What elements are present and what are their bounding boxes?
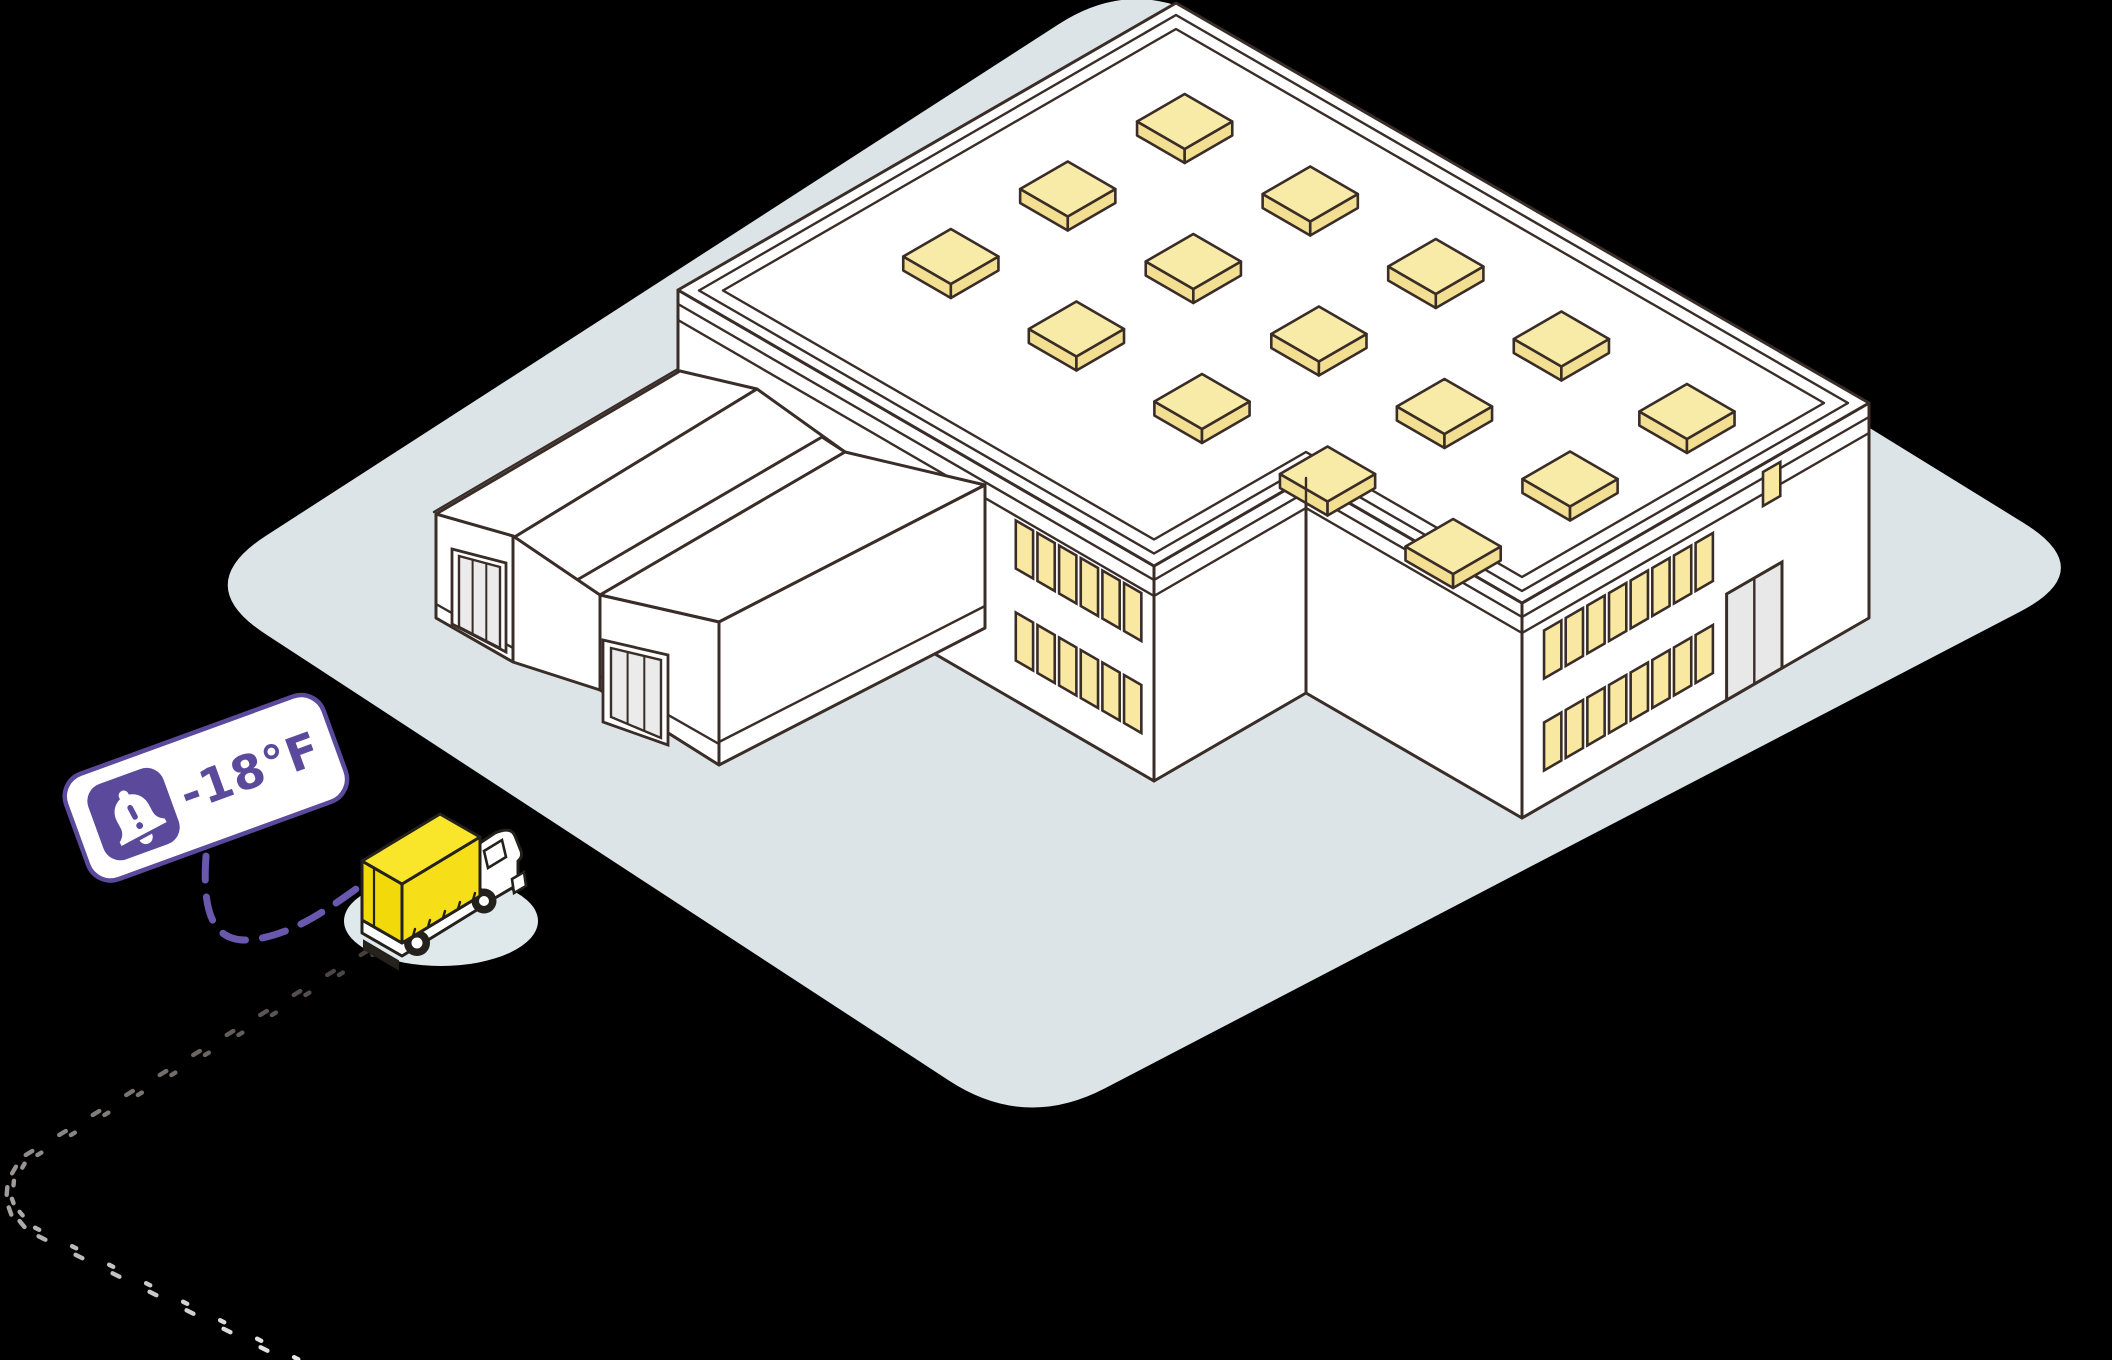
trail-mark	[157, 1068, 178, 1078]
window	[1672, 543, 1693, 606]
trail-mark	[143, 1281, 159, 1298]
window	[1542, 710, 1563, 773]
roof-skylight	[1027, 300, 1126, 372]
alert-connector-dashed-line	[201, 852, 367, 944]
trail-mark	[191, 1048, 212, 1058]
roof-skylight	[1269, 305, 1368, 377]
roof-inset-line-2	[721, 27, 1826, 579]
window	[1564, 605, 1585, 669]
window	[1629, 660, 1650, 723]
roof-skylight	[1638, 382, 1736, 455]
window	[1014, 610, 1035, 673]
trail-mark	[6, 1196, 16, 1217]
roof-skylight	[1521, 450, 1619, 522]
window	[1101, 568, 1121, 631]
window	[1672, 635, 1693, 698]
roof-skylight	[1386, 237, 1485, 310]
annex-bay2-door	[601, 638, 670, 747]
window	[1101, 660, 1121, 723]
roof-skylight	[1278, 445, 1377, 517]
roof-skylight	[1144, 232, 1243, 305]
trail-mark	[124, 1088, 145, 1098]
roof-skylight	[1395, 377, 1494, 450]
trail-mark	[106, 1262, 122, 1279]
window	[1629, 568, 1650, 631]
annex-bay1-door	[450, 547, 508, 655]
window	[1651, 555, 1671, 619]
trail-mark	[9, 1161, 27, 1176]
roof-skylight	[901, 227, 1000, 300]
window	[1079, 647, 1100, 711]
trail-mark	[57, 1128, 78, 1138]
loading-door	[1725, 559, 1784, 703]
trail-mark	[69, 1244, 85, 1261]
window	[1586, 593, 1606, 656]
window	[1607, 672, 1628, 736]
window	[1036, 622, 1057, 686]
window	[1694, 622, 1715, 686]
roof-skylight	[1135, 92, 1234, 165]
truck-rear-bumper	[363, 939, 399, 971]
trail-mark	[4, 1178, 17, 1197]
trail-mark	[291, 988, 312, 998]
trail-mark	[224, 1028, 245, 1038]
window	[1694, 530, 1715, 594]
truck-cargo-box	[360, 812, 482, 945]
window	[1057, 635, 1078, 698]
delivery-truck	[344, 812, 538, 971]
trail-mark	[258, 1008, 279, 1018]
front-wall-windows	[1014, 518, 1143, 736]
window	[1057, 543, 1078, 606]
trail-mark	[254, 1336, 270, 1353]
trail-mark	[17, 1209, 27, 1230]
small-window	[1761, 459, 1782, 509]
alert-bell-icon	[87, 767, 180, 861]
route-trail	[4, 948, 379, 1360]
window	[1079, 555, 1100, 619]
roof-skylight	[1261, 165, 1360, 237]
warehouse-building	[676, 1, 1871, 820]
window	[1607, 580, 1628, 644]
window	[1651, 647, 1671, 711]
window	[1564, 697, 1585, 761]
window	[1586, 685, 1606, 748]
roof-skylight	[1153, 372, 1251, 445]
window	[1122, 580, 1143, 644]
side-wall-windows	[1542, 530, 1715, 773]
truck-tarp-hooks	[411, 891, 477, 938]
truck-front-bumper	[510, 869, 528, 896]
truck-cab-window	[482, 837, 508, 871]
trail-mark	[325, 968, 346, 978]
window	[1542, 618, 1563, 681]
window	[1122, 672, 1143, 736]
trail-mark	[180, 1299, 196, 1316]
annex-bay2-plinth	[717, 604, 987, 744]
corner-edges	[676, 288, 1871, 820]
trail-mark	[32, 1225, 48, 1242]
trail-mark	[217, 1318, 233, 1335]
roof-skylights	[901, 92, 1736, 590]
alert-badge: -18°F	[62, 692, 350, 883]
roof-skylight	[1404, 517, 1503, 590]
window	[1014, 518, 1035, 581]
roof-skylight	[1512, 310, 1611, 382]
window	[1036, 530, 1057, 594]
roof-skylight	[1018, 160, 1117, 232]
annex-bay1-ridge-line	[432, 367, 680, 514]
trail-mark	[23, 1148, 44, 1158]
trail-mark	[90, 1108, 111, 1118]
annex-building	[432, 367, 987, 767]
